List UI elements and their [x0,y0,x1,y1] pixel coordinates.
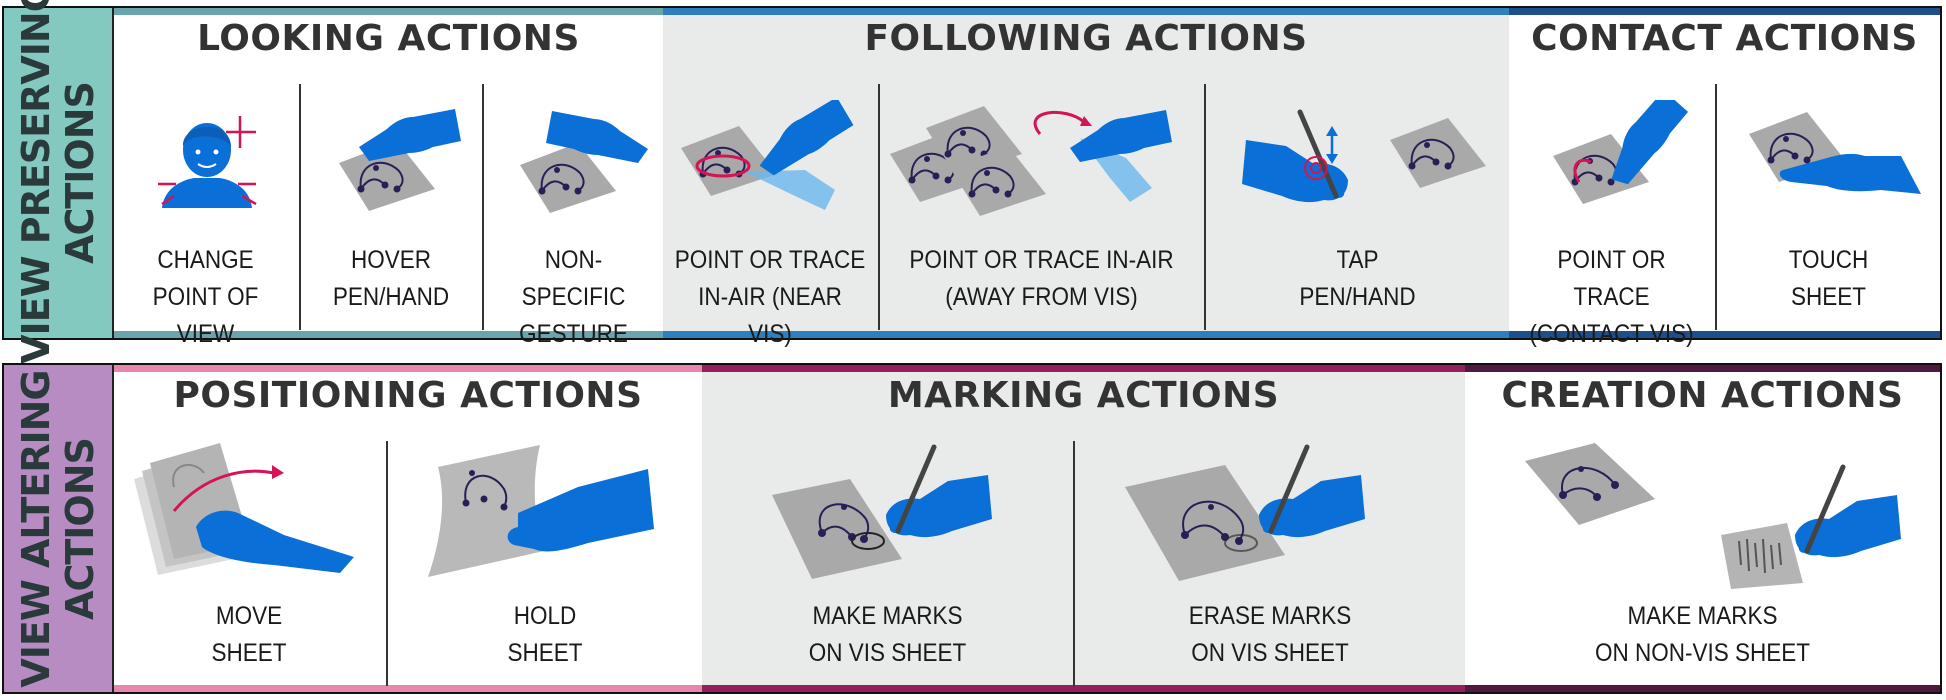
contact-trace-icon [1552,100,1699,205]
contact-actions-group: CONTACT ACTIONS POINT OR TRACE (CONTACT … [1509,8,1940,348]
action-point-trace-away-vis: POINT OR TRACE IN-AIR (AWAY FROM VIS) [880,8,1203,338]
group-bottom-bar [663,331,1509,338]
action-non-specific-gesture: NON-SPECIFIC GESTURE [484,8,663,348]
cell-divider [482,84,484,330]
group-top-bar [702,365,1465,372]
action-tap-pen-hand: TAP PEN/HAND [1206,8,1509,338]
action-label: HOLD SHEET [507,602,583,667]
group-top-bar [114,8,663,15]
action-point-trace-contact-vis: POINT OR TRACE (CONTACT VIS) [1509,8,1714,348]
action-make-marks-vis-sheet: MAKE MARKS ON VIS SHEET [702,365,1073,692]
view-preserving-row: VIEW PRESERVING ACTIONS LOOKING ACTIONS [2,0,1942,364]
view-altering-row: VIEW ALTERING ACTIONS POSITIONING ACTION… [2,363,1942,694]
action-label: POINT OR TRACE (CONTACT VIS) [1529,246,1694,348]
view-preserving-label: VIEW PRESERVING ACTIONS [14,0,102,364]
group-top-bar [114,365,702,372]
action-hover-pen-hand: HOVER PEN/HAND [301,8,481,338]
action-touch-sheet: TOUCH SHEET [1717,8,1940,338]
group-title: POSITIONING ACTIONS [173,375,643,416]
looking-actions-group: LOOKING ACTIONS CHANGE POINT OF VIEW [114,8,663,348]
marking-actions-group: MARKING ACTIONS MAKE MARKS ON VIS SHEET [702,365,1465,692]
action-label: POINT OR TRACE IN-AIR (AWAY FROM VIS) [909,246,1174,311]
action-move-sheet: MOVE SHEET [114,365,384,692]
group-top-bar [663,8,1509,15]
action-label: POINT OR TRACE IN-AIR (NEAR VIS) [674,246,866,348]
point-near-icon [680,100,861,210]
cell-divider [1715,84,1717,330]
action-point-trace-near-vis: POINT OR TRACE IN-AIR (NEAR VIS) [663,8,877,348]
action-label: NON-SPECIFIC GESTURE [519,246,628,348]
action-hold-sheet: HOLD SHEET [388,365,702,692]
hold-sheet-icon [428,445,654,577]
cell-divider [1204,84,1206,330]
new-sheet-icon [1525,443,1925,589]
group-top-bar [1509,8,1940,15]
group-bottom-bar [1509,331,1940,338]
tap-pen-icon [1220,100,1487,220]
cell-divider [878,84,880,330]
group-title: LOOKING ACTIONS [197,18,580,59]
cell-divider [386,441,388,686]
action-label: TAP PEN/HAND [1299,246,1416,311]
following-actions-group: FOLLOWING ACTIONS POINT OR TRACE IN-AIR … [663,8,1509,348]
group-title: CONTACT ACTIONS [1531,18,1918,59]
point-away-icon [890,105,1172,217]
person-head-arrows-icon [158,116,257,208]
action-label: MOVE SHEET [211,602,287,667]
group-title: FOLLOWING ACTIONS [864,18,1308,59]
group-bottom-bar [1465,685,1940,692]
action-label: MAKE MARKS ON NON-VIS SHEET [1594,602,1811,667]
group-title: CREATION ACTIONS [1501,375,1904,416]
action-label: MAKE MARKS ON VIS SHEET [808,602,967,667]
action-make-marks-non-vis-sheet: MAKE MARKS ON NON-VIS SHEET [1465,365,1940,692]
cell-divider [1073,441,1075,686]
group-bottom-bar [114,331,663,338]
group-bottom-bar [702,685,1465,692]
touch-sheet-icon [1748,111,1921,194]
pen-mark-icon [772,439,1032,579]
pen-erase-icon [1125,435,1425,581]
action-erase-marks-vis-sheet: ERASE MARKS ON VIS SHEET [1075,365,1465,692]
view-altering-label: VIEW ALTERING ACTIONS [14,369,102,688]
action-label: HOVER PEN/HAND [332,246,450,311]
positioning-actions-group: POSITIONING ACTIONS MOVE SHEET [114,365,702,692]
group-bottom-bar [114,685,702,692]
view-preserving-side-panel: VIEW PRESERVING ACTIONS [4,0,114,364]
creation-actions-group: CREATION ACTIONS MAKE MARKS ON NON-VIS S… [1465,365,1940,692]
action-label: TOUCH SHEET [1788,246,1869,311]
cell-divider [299,84,301,330]
hover-hand-icon [338,109,461,212]
view-altering-side-panel: VIEW ALTERING ACTIONS [4,365,114,692]
action-label: CHANGE POINT OF VIEW [152,246,259,348]
action-label: ERASE MARKS ON VIS SHEET [1188,602,1352,667]
move-sheet-icon [134,443,354,575]
group-title: MARKING ACTIONS [887,375,1280,416]
action-change-point-of-view: CHANGE POINT OF VIEW [114,8,297,348]
group-top-bar [1465,365,1940,372]
gesture-hand-icon [519,111,648,213]
